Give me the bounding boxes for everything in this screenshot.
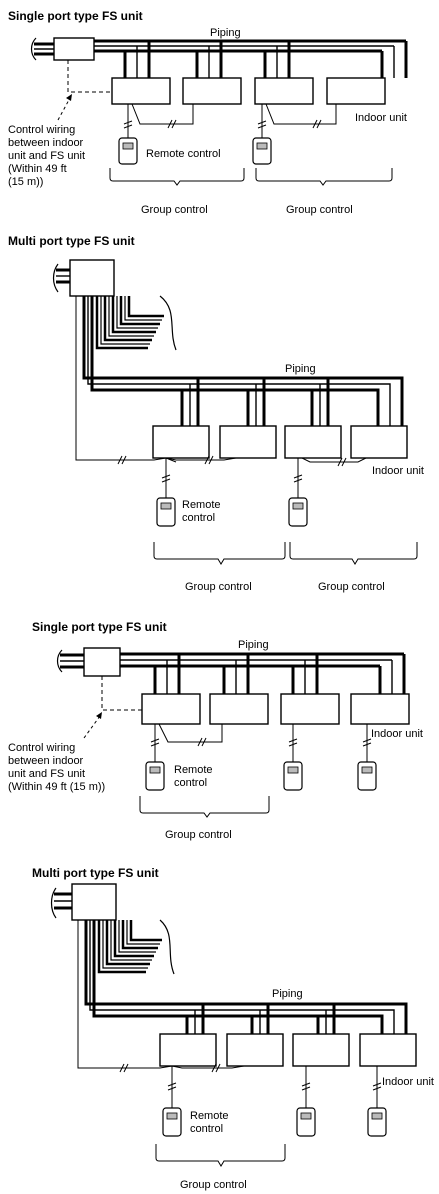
panel-3-title: Single port type FS unit <box>32 620 167 634</box>
panel-4-indoor-units <box>159 1033 417 1067</box>
indoor-unit <box>159 1033 217 1067</box>
panel-4-remote-label: Remote <box>190 1110 229 1122</box>
indoor-unit <box>359 1033 417 1067</box>
remote-control-icon <box>357 761 377 791</box>
wiring-note-line: (15 m)) <box>8 176 43 188</box>
panel-2: Multi port type FS unit <box>8 234 424 593</box>
panel-1-incoming-pipes <box>30 37 54 61</box>
indoor-unit <box>209 693 269 725</box>
indoor-unit <box>280 693 340 725</box>
remote-control-icon <box>252 137 272 165</box>
panel-4-indoor-label: Indoor unit <box>382 1076 434 1088</box>
indoor-unit <box>350 693 410 725</box>
panel-3-remote-label: Remote <box>174 764 213 776</box>
wiring-note-line: unit and FS unit <box>8 768 85 780</box>
panel-2-indoor-label: Indoor unit <box>372 465 424 477</box>
panel-2-main-piping <box>82 296 404 426</box>
panel-1-group-label: Group control <box>141 204 208 216</box>
wiring-note-line: (Within 49 ft (15 m)) <box>8 781 105 793</box>
panel-1-fs-unit <box>53 37 95 61</box>
indoor-unit <box>254 77 314 105</box>
panel-3-wiring-note: Control wiring between indoor unit and F… <box>8 742 105 793</box>
panel-1-remote-controls <box>118 137 272 165</box>
panel-4-group-brace <box>155 1144 286 1167</box>
panel-3-remote-label: control <box>174 777 207 789</box>
wiring-note-line: Control wiring <box>8 742 75 754</box>
indoor-unit <box>226 1033 284 1067</box>
panel-4-main-piping <box>84 920 408 1034</box>
wiring-note-line: between indoor <box>8 755 84 767</box>
remote-control-icon <box>162 1107 182 1137</box>
panel-4-remote-controls <box>162 1107 387 1137</box>
panel-3-incoming-pipes <box>56 649 84 673</box>
panel-1-unit-wiring <box>123 103 337 138</box>
panel-1-remote-label: Remote control <box>146 148 221 160</box>
indoor-unit <box>182 77 242 105</box>
panel-2-fs-unit <box>69 259 115 297</box>
panel-2-group-braces <box>153 542 418 565</box>
panel-3-group-label: Group control <box>165 829 232 841</box>
panel-3-piping-label: Piping <box>238 639 269 651</box>
panel-2-indoor-units <box>152 425 408 459</box>
panel-3-remote-controls <box>145 761 377 791</box>
wiring-note-line: Control wiring <box>8 124 75 136</box>
panel-1-title: Single port type FS unit <box>8 9 143 23</box>
panel-4-group-label: Group control <box>180 1179 247 1191</box>
wiring-note-line: unit and FS unit <box>8 150 85 162</box>
panel-3-main-piping <box>120 652 406 694</box>
panel-1-group-braces <box>109 168 393 186</box>
panel-3-control-wiring <box>83 676 142 739</box>
indoor-unit <box>350 425 408 459</box>
panel-1-group-label: Group control <box>286 204 353 216</box>
panel-4-control-wiring <box>77 920 382 1108</box>
wiring-note-line: between indoor <box>8 137 84 149</box>
panel-2-incoming-pipes <box>52 263 70 293</box>
panel-1-indoor-units <box>111 77 386 105</box>
panel-1-main-piping <box>94 39 408 78</box>
remote-control-icon <box>118 137 138 165</box>
panel-2-remote-label: Remote <box>182 499 221 511</box>
indoor-unit <box>219 425 277 459</box>
panel-2-title: Multi port type FS unit <box>8 234 135 248</box>
indoor-unit <box>284 425 342 459</box>
panel-3-fs-unit <box>83 647 121 677</box>
remote-control-icon <box>296 1107 316 1137</box>
panel-4: Multi port type FS unit <box>32 866 434 1191</box>
panel-2-group-label: Group control <box>318 581 385 593</box>
panel-4-branch-pipes <box>97 919 175 975</box>
panel-4-title: Multi port type FS unit <box>32 866 159 880</box>
panel-2-remote-controls <box>156 497 308 527</box>
panel-1-wiring-note: Control wiring between indoor unit and F… <box>8 124 85 188</box>
indoor-unit <box>141 693 201 725</box>
panel-4-incoming-pipes <box>50 887 72 919</box>
panel-4-fs-unit <box>71 883 117 921</box>
panel-1: Single port type FS unit Piping <box>8 9 408 216</box>
remote-control-icon <box>156 497 176 527</box>
panel-2-group-label: Group control <box>185 581 252 593</box>
indoor-unit <box>111 77 171 105</box>
panel-2-control-wiring <box>75 296 367 498</box>
panel-2-remote-label: control <box>182 512 215 524</box>
panel-2-branch-pipes <box>95 295 177 351</box>
panel-3-indoor-units <box>141 693 410 725</box>
panel-3: Single port type FS unit Piping <box>8 620 423 841</box>
panel-1-piping-label: Piping <box>210 27 241 39</box>
indoor-unit <box>152 425 210 459</box>
panel-1-indoor-label: Indoor unit <box>355 112 407 124</box>
panel-3-group-brace <box>139 796 270 818</box>
panel-2-piping-label: Piping <box>285 363 316 375</box>
wiring-note-line: (Within 49 ft <box>8 163 67 175</box>
panel-3-indoor-label: Indoor unit <box>371 728 423 740</box>
remote-control-icon <box>288 497 308 527</box>
indoor-unit <box>326 77 386 105</box>
remote-control-icon <box>283 761 303 791</box>
indoor-unit <box>292 1033 350 1067</box>
remote-control-icon <box>367 1107 387 1137</box>
panel-4-piping-label: Piping <box>272 988 303 1000</box>
panel-3-unit-wiring <box>150 723 372 762</box>
panel-4-remote-label: control <box>190 1123 223 1135</box>
remote-control-icon <box>145 761 165 791</box>
panel-1-control-wiring <box>57 60 112 121</box>
